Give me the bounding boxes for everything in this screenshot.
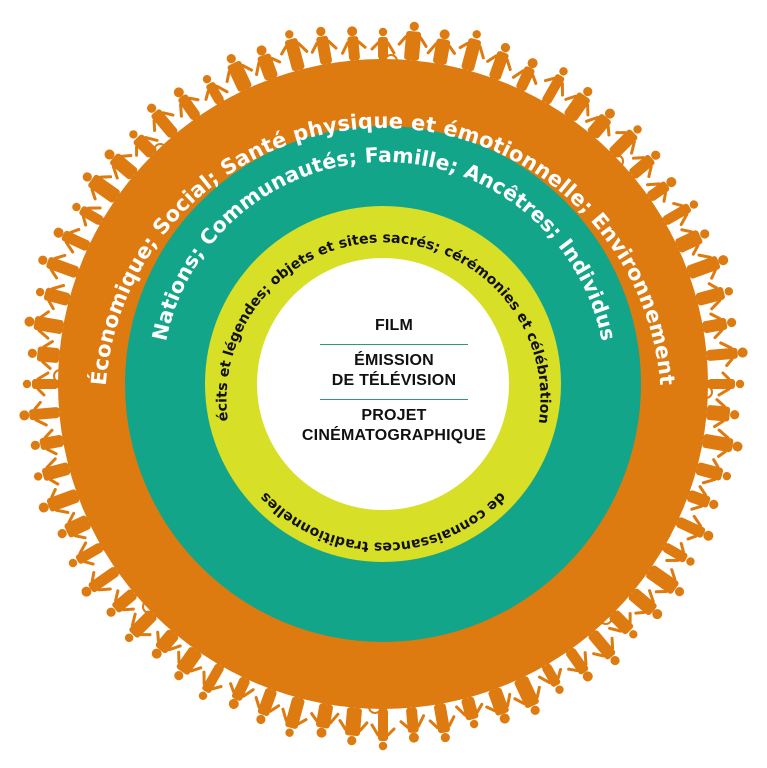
person-silhouette-icon <box>151 619 187 659</box>
person-silhouette-icon <box>38 484 91 515</box>
center-divider <box>320 344 468 345</box>
center-item-project-line-2: CINÉMATOGRAPHIQUE <box>301 427 487 444</box>
center-divider <box>320 399 468 400</box>
person-silhouette-icon <box>397 21 428 73</box>
center-circle <box>257 258 509 510</box>
person-silhouette-icon <box>173 87 209 131</box>
person-silhouette-icon <box>82 172 130 210</box>
center-label-group: FILM ÉMISSION DE TÉLÉVISION PROJET CINÉM… <box>293 308 495 460</box>
center-item-tv-line-2: DE TÉLÉVISION <box>331 372 457 389</box>
person-silhouette-icon <box>35 283 82 311</box>
person-silhouette-icon <box>174 637 209 681</box>
person-silhouette-icon <box>509 58 538 103</box>
person-silhouette-icon <box>684 458 732 485</box>
person-silhouette-icon <box>341 26 367 73</box>
person-silhouette-icon <box>455 685 484 729</box>
center-item-film: FILM <box>374 317 414 334</box>
person-silhouette-icon <box>27 340 72 370</box>
center-item-tv-line-1: ÉMISSION <box>354 352 434 369</box>
center-item-project-line-1: PROJET <box>361 407 427 424</box>
